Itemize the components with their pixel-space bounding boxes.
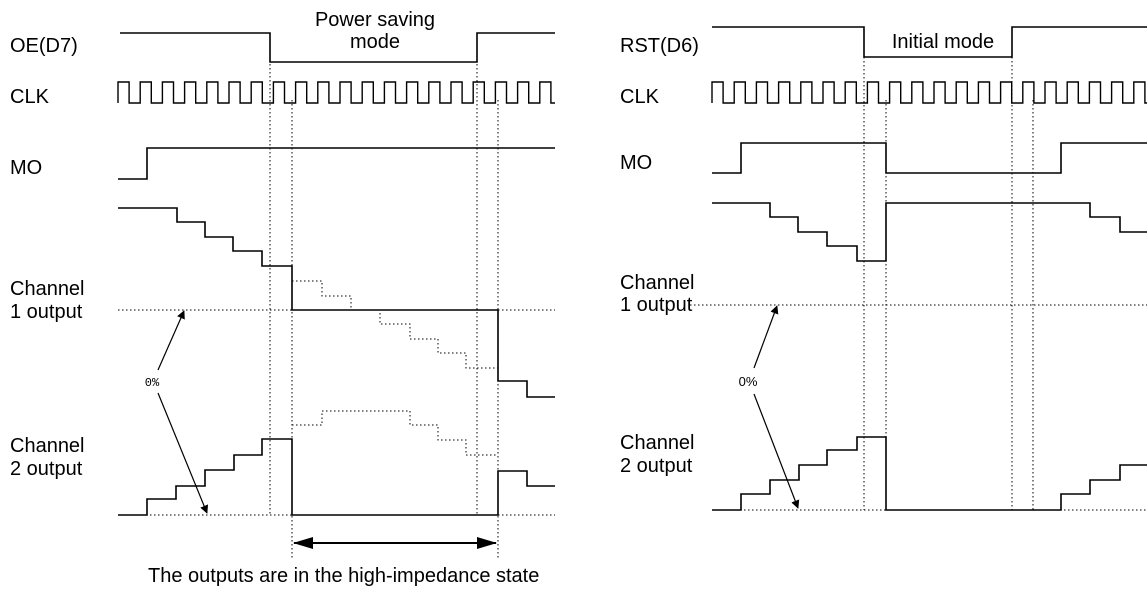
zero-arrow-down <box>753 393 800 509</box>
channel1-waveform <box>118 207 555 398</box>
initial-mode-label: Initial mode <box>892 31 994 53</box>
channel1-expected-waveform <box>292 280 498 369</box>
channel2-expected-waveform <box>292 410 498 456</box>
rst-waveform <box>712 26 1147 58</box>
zero-percent-label: 0% <box>739 374 758 389</box>
mo-waveform <box>712 142 1147 174</box>
channel1-waveform <box>712 202 1147 262</box>
clk-waveform <box>711 81 1147 104</box>
oe-waveform <box>120 32 555 63</box>
high-impedance-caption: The outputs are in the high-impedance st… <box>148 565 539 587</box>
zero-arrow-down <box>157 392 209 514</box>
left-panel: OE(D7) CLK MO Channel 1 output Channel 2… <box>10 9 555 587</box>
mo-label: MO <box>620 152 652 174</box>
clk-waveform <box>117 81 555 104</box>
channel1-label-line1: Channel <box>10 278 85 300</box>
mo-waveform <box>118 147 555 180</box>
channel2-label-line1: Channel <box>620 432 695 454</box>
zero-percent-label: 0% <box>145 376 160 390</box>
zero-arrow-up <box>157 310 185 371</box>
channel2-label-line2: 2 output <box>10 458 83 480</box>
channel2-waveform <box>712 436 1147 511</box>
power-saving-label-line2: mode <box>350 31 400 53</box>
channel2-waveform <box>118 438 555 516</box>
oe-d7-label: OE(D7) <box>10 35 78 57</box>
clk-label: CLK <box>620 86 660 108</box>
channel1-label-line2: 1 output <box>620 294 693 316</box>
zero-arrow-up <box>753 305 779 369</box>
channel1-label-line2: 1 output <box>10 301 83 323</box>
rst-d6-label: RST(D6) <box>620 35 699 57</box>
channel1-label-line1: Channel <box>620 272 695 294</box>
right-panel: RST(D6) CLK MO Channel 1 output Channel … <box>620 26 1147 511</box>
channel2-label-line1: Channel <box>10 435 85 457</box>
channel2-label-line2: 2 output <box>620 455 693 477</box>
mo-label: MO <box>10 157 42 179</box>
power-saving-label-line1: Power saving <box>315 9 435 31</box>
clk-label: CLK <box>10 86 50 108</box>
